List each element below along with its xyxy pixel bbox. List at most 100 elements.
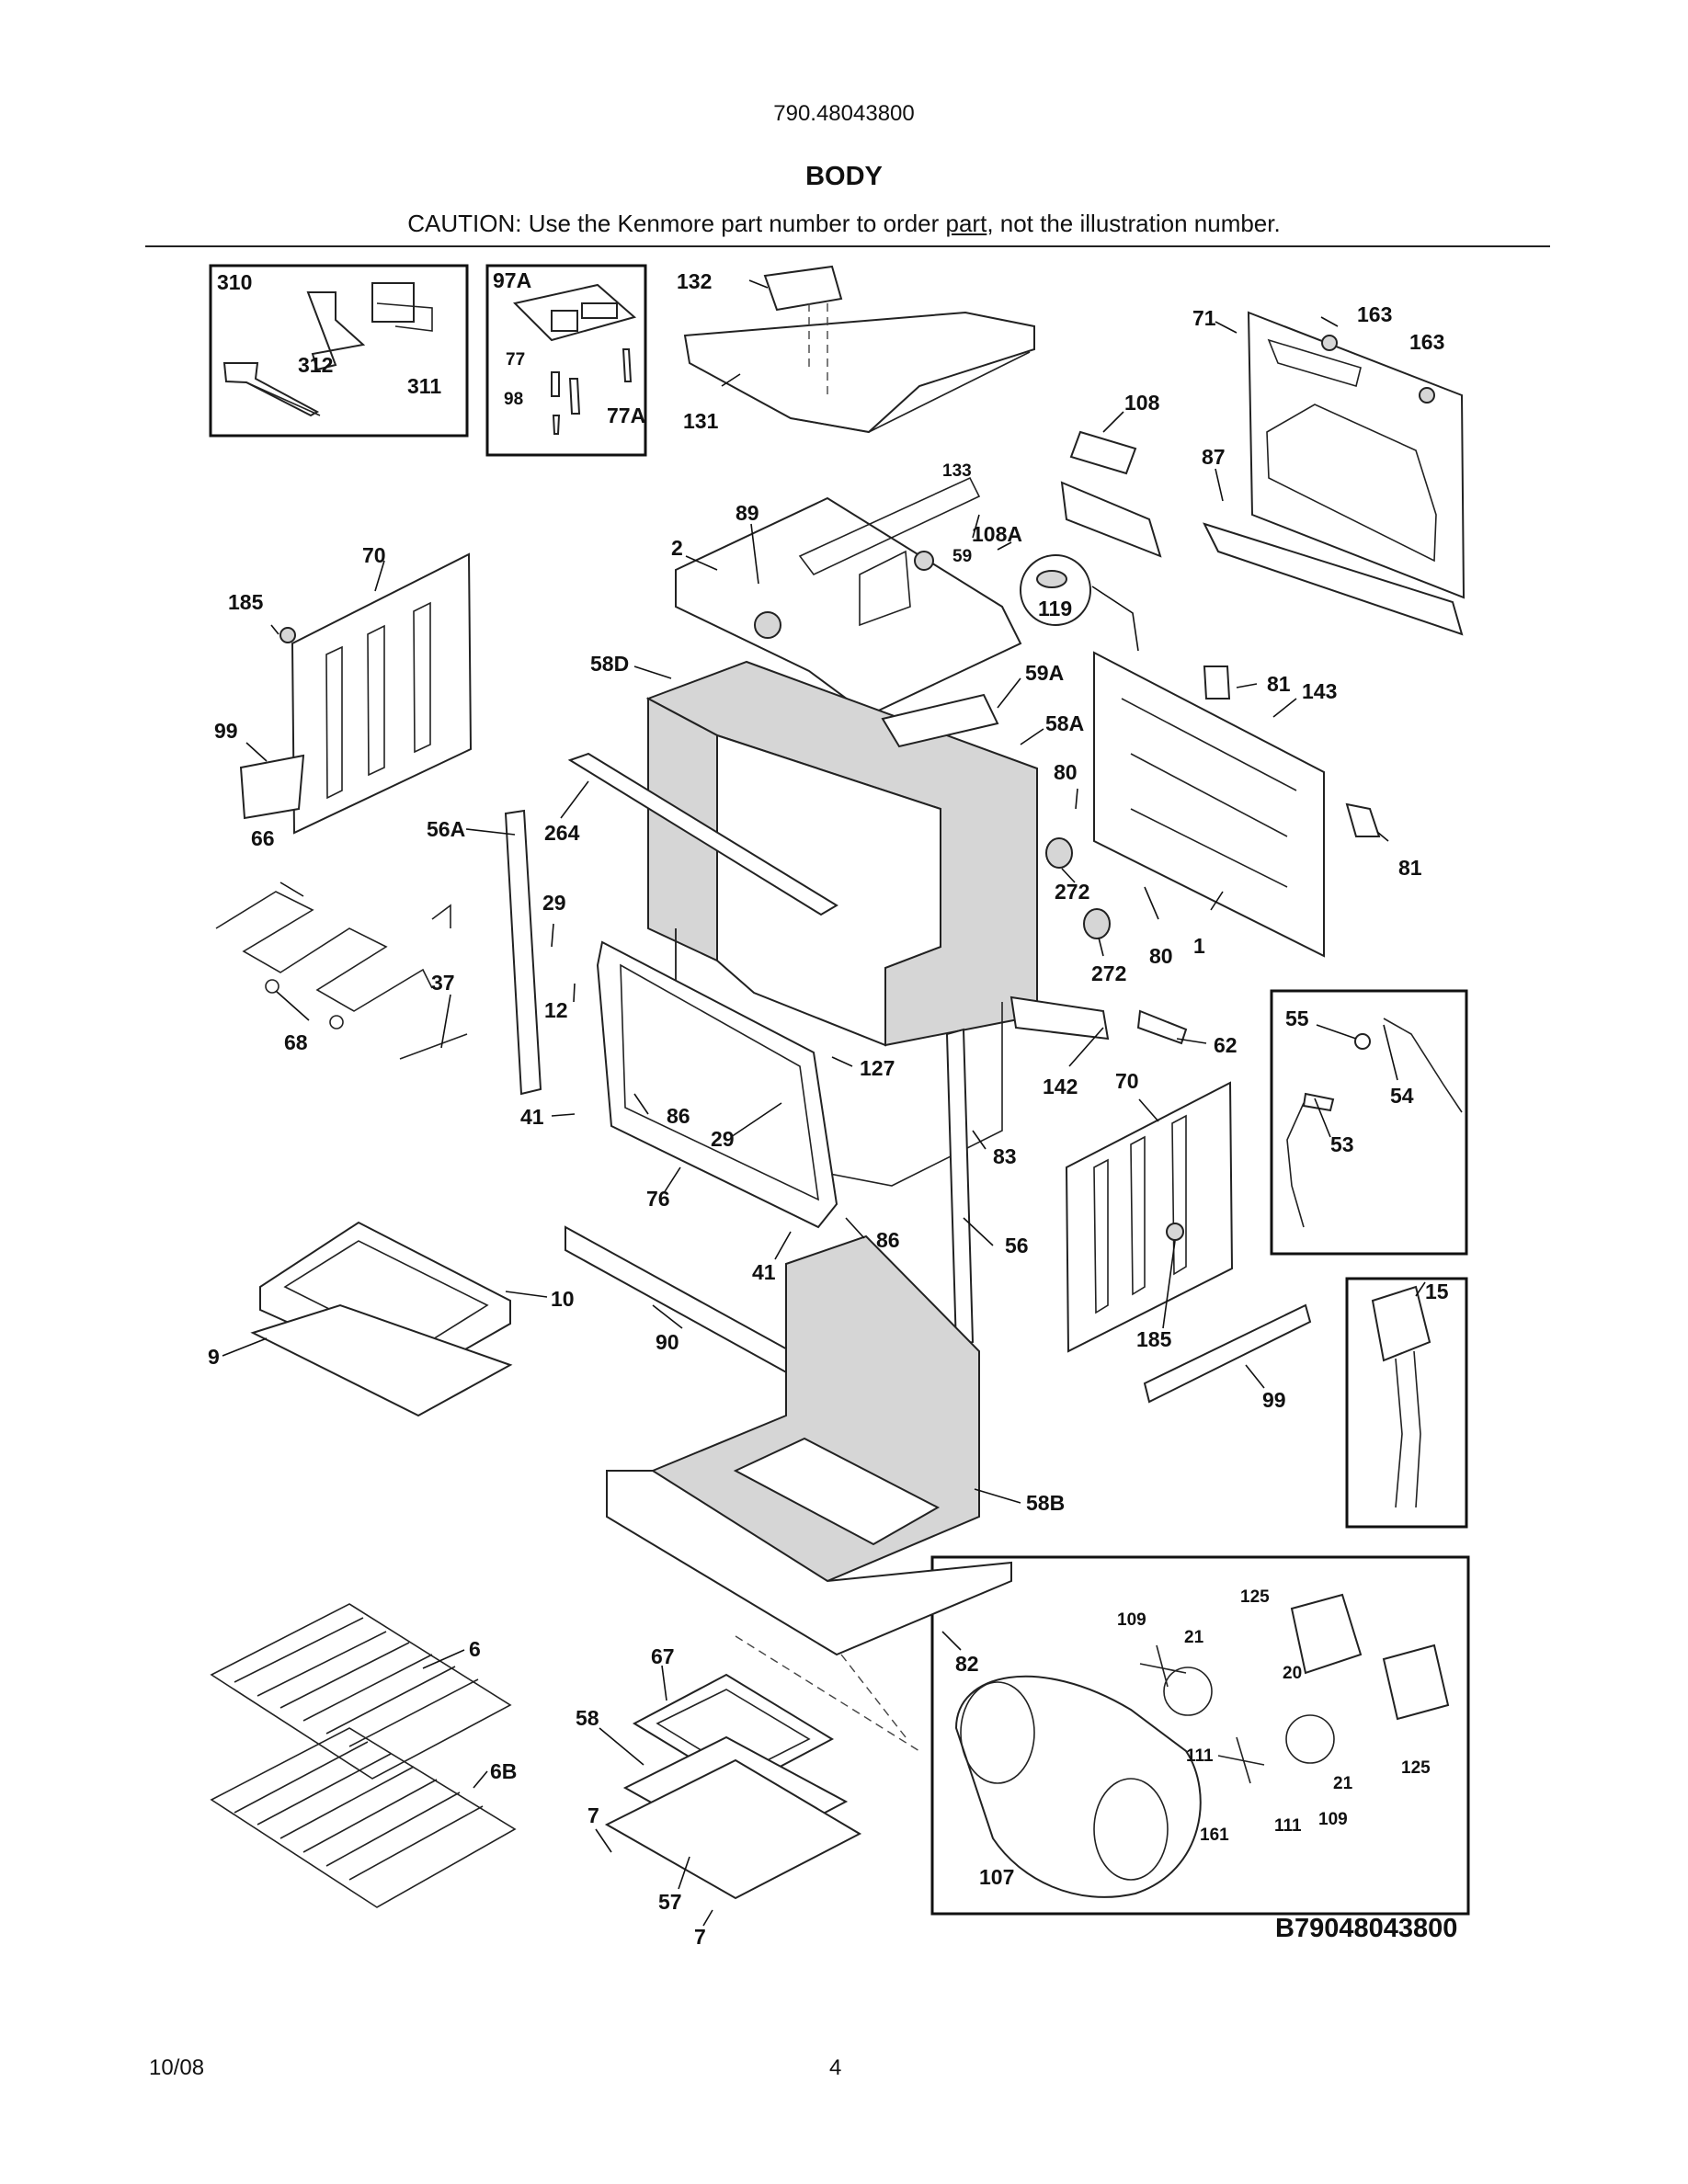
callout-62: 62 xyxy=(1214,1033,1237,1057)
callout-66: 66 xyxy=(251,826,275,850)
callout-21-top: 21 xyxy=(1184,1628,1204,1647)
callout-56: 56 xyxy=(1005,1234,1029,1257)
callout-15: 15 xyxy=(1425,1280,1449,1303)
callout-163: 163 xyxy=(1409,330,1444,354)
inset-box-convection-fan xyxy=(930,1555,1470,1916)
caution-text-end: , not the illustration number. xyxy=(987,210,1281,237)
callout-163-top: 163 xyxy=(1357,302,1392,326)
callout-86-top: 86 xyxy=(667,1104,690,1128)
page-title: BODY xyxy=(805,162,883,191)
callout-185-left: 185 xyxy=(228,590,264,614)
callout-311: 311 xyxy=(407,374,441,398)
callout-90: 90 xyxy=(656,1330,679,1354)
callout-1: 1 xyxy=(1193,934,1205,958)
inset-box-wire-clips xyxy=(209,264,469,438)
footer-date: 10/08 xyxy=(149,2055,205,2080)
callout-57: 57 xyxy=(658,1890,682,1914)
callout-125: 125 xyxy=(1401,1758,1431,1778)
callout-29: 29 xyxy=(711,1127,735,1151)
callout-71: 71 xyxy=(1192,306,1216,330)
callout-133: 133 xyxy=(942,461,972,481)
bake-element-parts xyxy=(604,1673,862,1900)
callout-132: 132 xyxy=(677,269,712,293)
callout-10: 10 xyxy=(551,1287,575,1311)
control-board-parts xyxy=(513,283,637,435)
callout-127: 127 xyxy=(860,1056,895,1080)
callout-56A: 56A xyxy=(427,817,465,841)
callout-58B: 58B xyxy=(1026,1491,1065,1515)
callout-58D: 58D xyxy=(590,652,629,676)
callout-7-left: 7 xyxy=(587,1803,599,1827)
callout-70-left: 70 xyxy=(362,543,386,567)
inset-box-probe xyxy=(1270,989,1468,1256)
callout-58: 58 xyxy=(576,1706,599,1730)
callout-68: 68 xyxy=(284,1030,308,1054)
callout-87: 87 xyxy=(1202,445,1226,469)
rear-panel-parts xyxy=(1009,651,1381,1045)
callout-83: 83 xyxy=(993,1144,1017,1168)
top-panel-parts xyxy=(683,265,1035,434)
caution-underlined-word: part xyxy=(945,210,987,237)
callout-58A: 58A xyxy=(1045,711,1084,735)
callout-99: 99 xyxy=(1262,1388,1286,1412)
callout-86: 86 xyxy=(876,1228,900,1252)
callout-161: 161 xyxy=(1200,1826,1229,1845)
callout-142: 142 xyxy=(1043,1075,1078,1098)
oven-racks xyxy=(210,1603,517,1908)
callout-80: 80 xyxy=(1149,944,1173,968)
callout-131: 131 xyxy=(683,409,719,433)
wire-clip-parts xyxy=(222,282,433,417)
callout-125-top: 125 xyxy=(1240,1587,1270,1607)
callout-80-top: 80 xyxy=(1054,760,1078,784)
inset-box-control-board xyxy=(485,264,647,457)
caution-note: CAUTION: Use the Kenmore part number to … xyxy=(0,210,1688,238)
callout-108A: 108A xyxy=(972,522,1022,546)
left-side-panel xyxy=(239,552,473,835)
right-side-panel xyxy=(1065,1081,1312,1404)
model-number: 790.48043800 xyxy=(773,101,915,126)
callout-29-left: 29 xyxy=(542,891,566,915)
callout-41-top: 41 xyxy=(520,1105,544,1129)
callout-111: 111 xyxy=(1274,1816,1302,1836)
callout-312: 312 xyxy=(298,353,333,377)
callout-97A: 97A xyxy=(493,268,531,292)
callout-82: 82 xyxy=(955,1652,979,1676)
footer-page-number: 4 xyxy=(829,2055,842,2080)
callout-6B: 6B xyxy=(490,1759,517,1783)
callout-41: 41 xyxy=(752,1260,776,1284)
callout-81: 81 xyxy=(1398,856,1422,880)
inset-box-module xyxy=(1345,1277,1468,1529)
callout-185: 185 xyxy=(1136,1327,1172,1351)
callout-89: 89 xyxy=(736,501,759,525)
callout-53: 53 xyxy=(1330,1132,1354,1156)
caution-text: CAUTION: Use the Kenmore part number to … xyxy=(407,210,946,237)
callout-119: 119 xyxy=(1038,597,1072,620)
leader-lines xyxy=(222,279,1426,1927)
callout-107: 107 xyxy=(979,1865,1014,1889)
callout-59: 59 xyxy=(952,547,972,566)
callout-76: 76 xyxy=(646,1187,670,1211)
callout-109: 109 xyxy=(1318,1810,1348,1829)
sensor-bracket-parts xyxy=(1020,430,1162,652)
drawing-code: B79048043800 xyxy=(1275,1914,1458,1943)
callout-98: 98 xyxy=(504,390,523,409)
callout-12: 12 xyxy=(544,998,568,1022)
callout-7: 7 xyxy=(694,1925,706,1949)
callout-310: 310 xyxy=(217,270,252,294)
callout-6: 6 xyxy=(469,1637,481,1661)
lower-cavity-parts xyxy=(606,1234,1012,1752)
probe-parts xyxy=(1286,1018,1463,1228)
callout-77: 77 xyxy=(506,350,525,370)
callout-70-right: 70 xyxy=(1115,1069,1139,1093)
callout-272-top: 272 xyxy=(1055,880,1089,904)
callout-67: 67 xyxy=(651,1644,675,1668)
top-shelf-parts xyxy=(675,476,1022,717)
callout-9: 9 xyxy=(208,1345,220,1369)
callout-99-left: 99 xyxy=(214,719,238,743)
callout-21: 21 xyxy=(1333,1774,1353,1793)
callout-37: 37 xyxy=(431,971,455,995)
convection-fan-parts xyxy=(954,1593,1450,1898)
callout-2: 2 xyxy=(671,536,683,560)
callout-108: 108 xyxy=(1124,391,1160,415)
